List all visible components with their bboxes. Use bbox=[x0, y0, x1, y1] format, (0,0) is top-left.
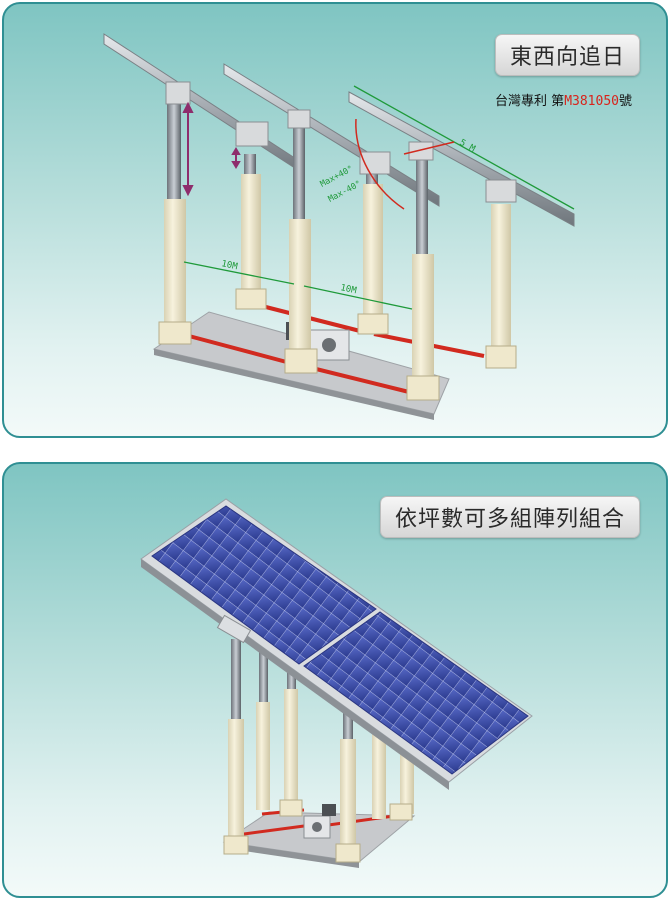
dimension-lines bbox=[183, 85, 575, 310]
patent-suffix: 號 bbox=[618, 94, 632, 109]
dimension-10m-left-label: 10M bbox=[220, 259, 239, 272]
solar-module-right bbox=[303, 611, 529, 775]
column-feet bbox=[223, 799, 413, 863]
support-columns bbox=[164, 102, 511, 384]
column-feet bbox=[158, 288, 517, 401]
patent-number: M381050 bbox=[564, 94, 619, 109]
solar-module-left bbox=[151, 505, 377, 665]
east-west-tracking-panel: 5 M 10M 10M Max+40° Max-40° 東西向追日 台灣專利 第… bbox=[2, 2, 668, 438]
array-combination-panel: 依坪數可多組陣列組合 bbox=[2, 462, 668, 898]
tracker-structure-illustration: 5 M 10M 10M Max+40° Max-40° bbox=[103, 33, 575, 420]
stroke-arrows bbox=[182, 101, 241, 197]
solar-array-illustration bbox=[140, 498, 533, 868]
patent-prefix: 台灣專利 第 bbox=[495, 94, 565, 109]
panel-title: 東西向追日 bbox=[494, 34, 640, 76]
panel-title: 依坪數可多組陣列組合 bbox=[379, 496, 640, 538]
rotation-angle-indicator bbox=[355, 118, 455, 210]
patent-note: 台灣專利 第M381050號 bbox=[495, 90, 632, 109]
gearbox-motor bbox=[303, 804, 336, 839]
dimension-10m-right-label: 10M bbox=[339, 283, 358, 296]
support-columns bbox=[228, 639, 414, 849]
